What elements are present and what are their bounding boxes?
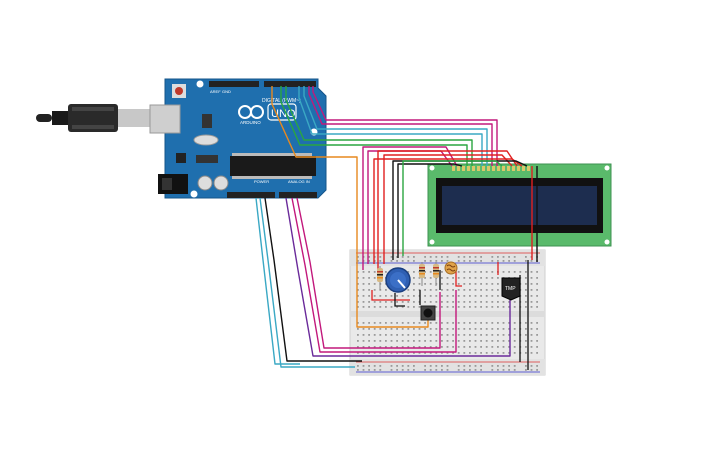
pushbutton-icon[interactable] xyxy=(420,305,436,321)
wire-orange-d xyxy=(271,86,429,328)
potentiometer-icon[interactable] xyxy=(385,267,411,293)
wires-digital xyxy=(271,86,498,328)
arduino-uno-board[interactable]: DIGITAL (PWM~) GND AREF ARDUINO UNO POWE… xyxy=(149,78,327,199)
wire-magenta-a1 xyxy=(291,197,457,353)
logo-text: ARDUINO xyxy=(240,120,261,125)
breadboard-center-channel xyxy=(350,311,545,317)
power-label: POWER xyxy=(254,179,269,184)
wire-cyan-d2 xyxy=(298,86,483,166)
usb-jack xyxy=(149,104,181,134)
tmp-label: TMP xyxy=(505,286,516,292)
wire-green-lcd xyxy=(402,160,503,256)
temperature-sensor-icon[interactable]: TMP xyxy=(501,277,521,301)
wire-cyan-d xyxy=(303,86,488,166)
lcd-screen xyxy=(442,186,597,225)
gnd-label: GND xyxy=(222,89,231,94)
wire-magenta-d xyxy=(312,86,498,166)
wire-green-d2 xyxy=(280,86,468,166)
wire-magenta-a2 xyxy=(296,197,441,349)
aref-label: AREF xyxy=(210,89,221,94)
wire-magenta-lcd1 xyxy=(362,146,458,270)
analog-label: ANALOG IN xyxy=(288,179,310,184)
resistor-icon[interactable] xyxy=(419,262,425,286)
resistor-icon[interactable] xyxy=(433,262,439,286)
wire-purple-a0 xyxy=(285,197,511,357)
wire-black-power xyxy=(264,197,362,362)
digital-header-right xyxy=(264,81,316,87)
wire-magenta-d2 xyxy=(308,86,493,166)
power-header xyxy=(227,192,275,198)
wires-power xyxy=(255,197,511,368)
lcd-pin-header xyxy=(452,166,530,171)
arduino-logo-icon xyxy=(238,105,264,119)
wire-red-lcd3 xyxy=(373,158,523,264)
wire-black-lcd2 xyxy=(397,163,463,258)
digital-header-left xyxy=(209,81,259,87)
wire-cyan-power2 xyxy=(255,197,300,365)
analog-header xyxy=(279,192,317,198)
wire-cyan-power xyxy=(259,197,355,368)
atmega-chip xyxy=(230,156,316,176)
photoresistor-icon[interactable] xyxy=(444,261,458,275)
resistor-icon[interactable] xyxy=(377,266,383,290)
wires-lcd xyxy=(362,146,538,270)
wire-green-d xyxy=(285,86,473,166)
lcd-16x2-module[interactable] xyxy=(427,163,612,247)
